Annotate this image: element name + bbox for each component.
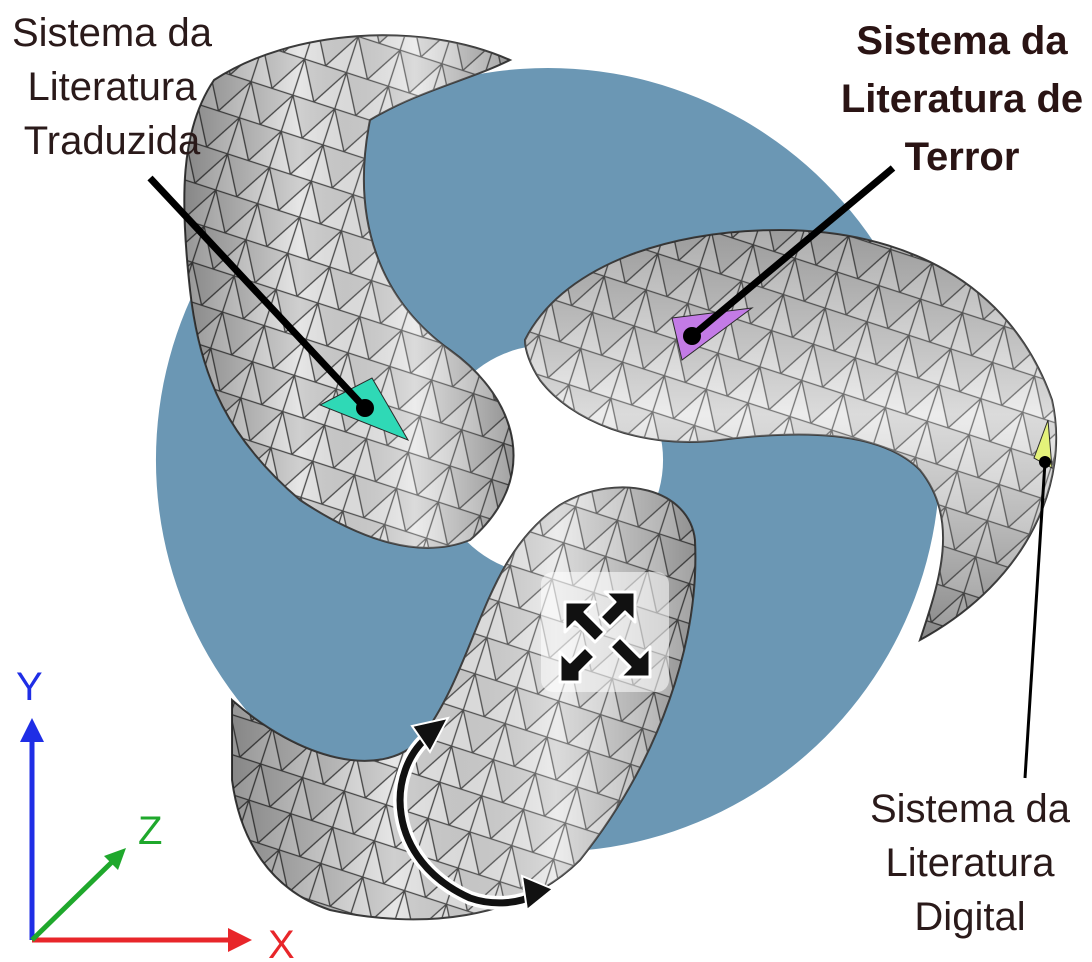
x-axis-arrow (228, 928, 252, 952)
label-terror-line2: Literatura de (841, 77, 1083, 121)
label-digital-line3: Digital (914, 895, 1025, 939)
label-traduzida-line1: Sistema da (12, 11, 213, 55)
y-axis-arrow (20, 718, 44, 742)
z-axis-line (32, 862, 112, 940)
label-traduzida-line2: Literatura (28, 65, 198, 109)
label-terror: Sistema da Literatura de Terror (841, 19, 1083, 179)
y-axis-label: Y (16, 665, 43, 709)
label-digital-line1: Sistema da (870, 787, 1071, 831)
move-arrows-icon (541, 572, 669, 692)
label-digital: Sistema da Literatura Digital (870, 787, 1071, 939)
x-axis-label: X (268, 923, 295, 962)
label-terror-line3: Terror (905, 135, 1020, 179)
label-terror-line1: Sistema da (856, 19, 1068, 63)
label-traduzida-line3: Traduzida (24, 119, 201, 163)
label-digital-line2: Literatura (886, 841, 1056, 885)
z-axis-label: Z (138, 809, 162, 853)
label-traduzida: Sistema da Literatura Traduzida (12, 11, 213, 163)
